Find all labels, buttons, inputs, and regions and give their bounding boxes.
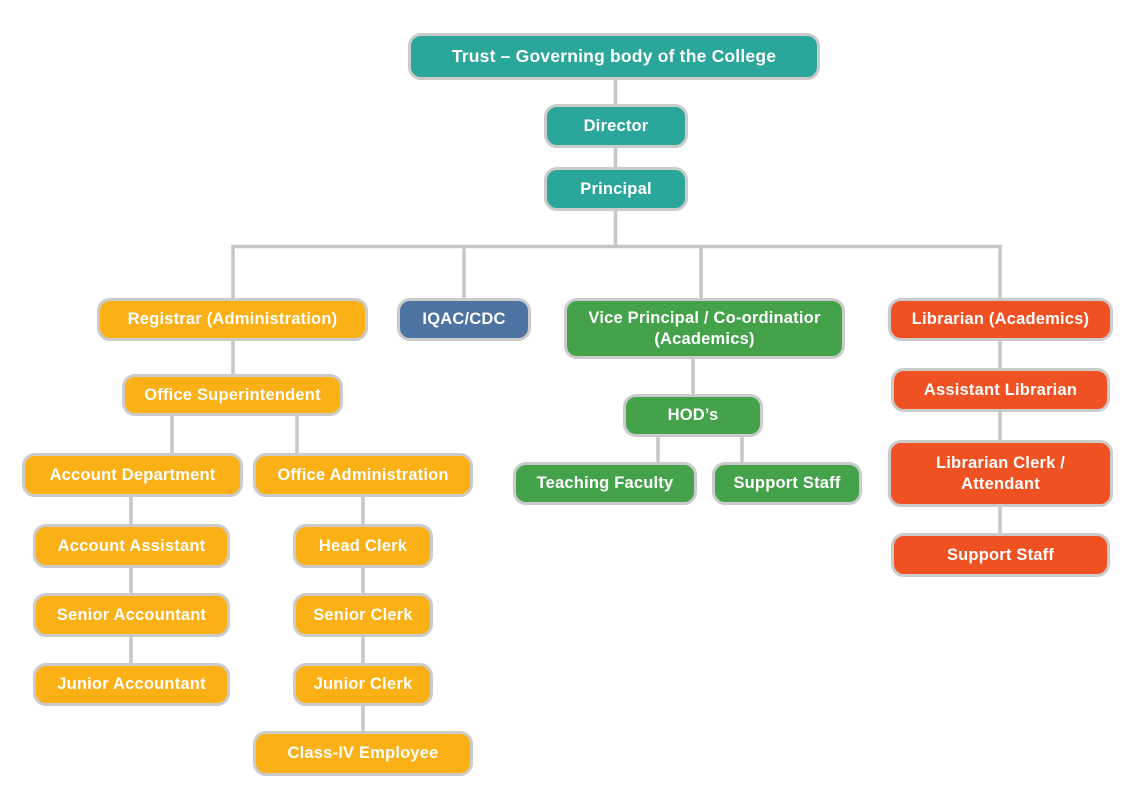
node-class-iv-employee: Class-IV Employee <box>253 731 473 776</box>
node-account-assistant: Account Assistant <box>33 524 230 568</box>
node-iqac-cdc: IQAC/CDC <box>397 298 531 341</box>
node-senior-clerk: Senior Clerk <box>293 593 433 637</box>
node-office-administration: Office Administration <box>253 453 473 497</box>
node-principal: Principal <box>544 167 688 211</box>
node-librarian-clerk-attendant: Librarian Clerk / Attendant <box>888 440 1113 507</box>
node-registrar: Registrar (Administration) <box>97 298 368 341</box>
node-director: Director <box>544 104 688 148</box>
node-senior-accountant: Senior Accountant <box>33 593 230 637</box>
node-teaching-faculty: Teaching Faculty <box>513 462 697 505</box>
node-office-superintendent: Office Superintendent <box>122 374 343 416</box>
node-hods: HOD’s <box>623 394 763 437</box>
node-assistant-librarian: Assistant Librarian <box>891 368 1110 412</box>
node-account-department: Account Department <box>22 453 243 497</box>
node-librarian: Librarian (Academics) <box>888 298 1113 341</box>
node-junior-clerk: Junior Clerk <box>293 663 433 706</box>
node-support-staff-library: Support Staff <box>891 533 1110 577</box>
node-support-staff-academics: Support Staff <box>712 462 862 505</box>
node-junior-accountant: Junior Accountant <box>33 663 230 706</box>
node-vice-principal: Vice Principal / Co-ordinatior (Academic… <box>564 298 845 359</box>
node-head-clerk: Head Clerk <box>293 524 433 568</box>
node-trust: Trust – Governing body of the College <box>408 33 820 80</box>
